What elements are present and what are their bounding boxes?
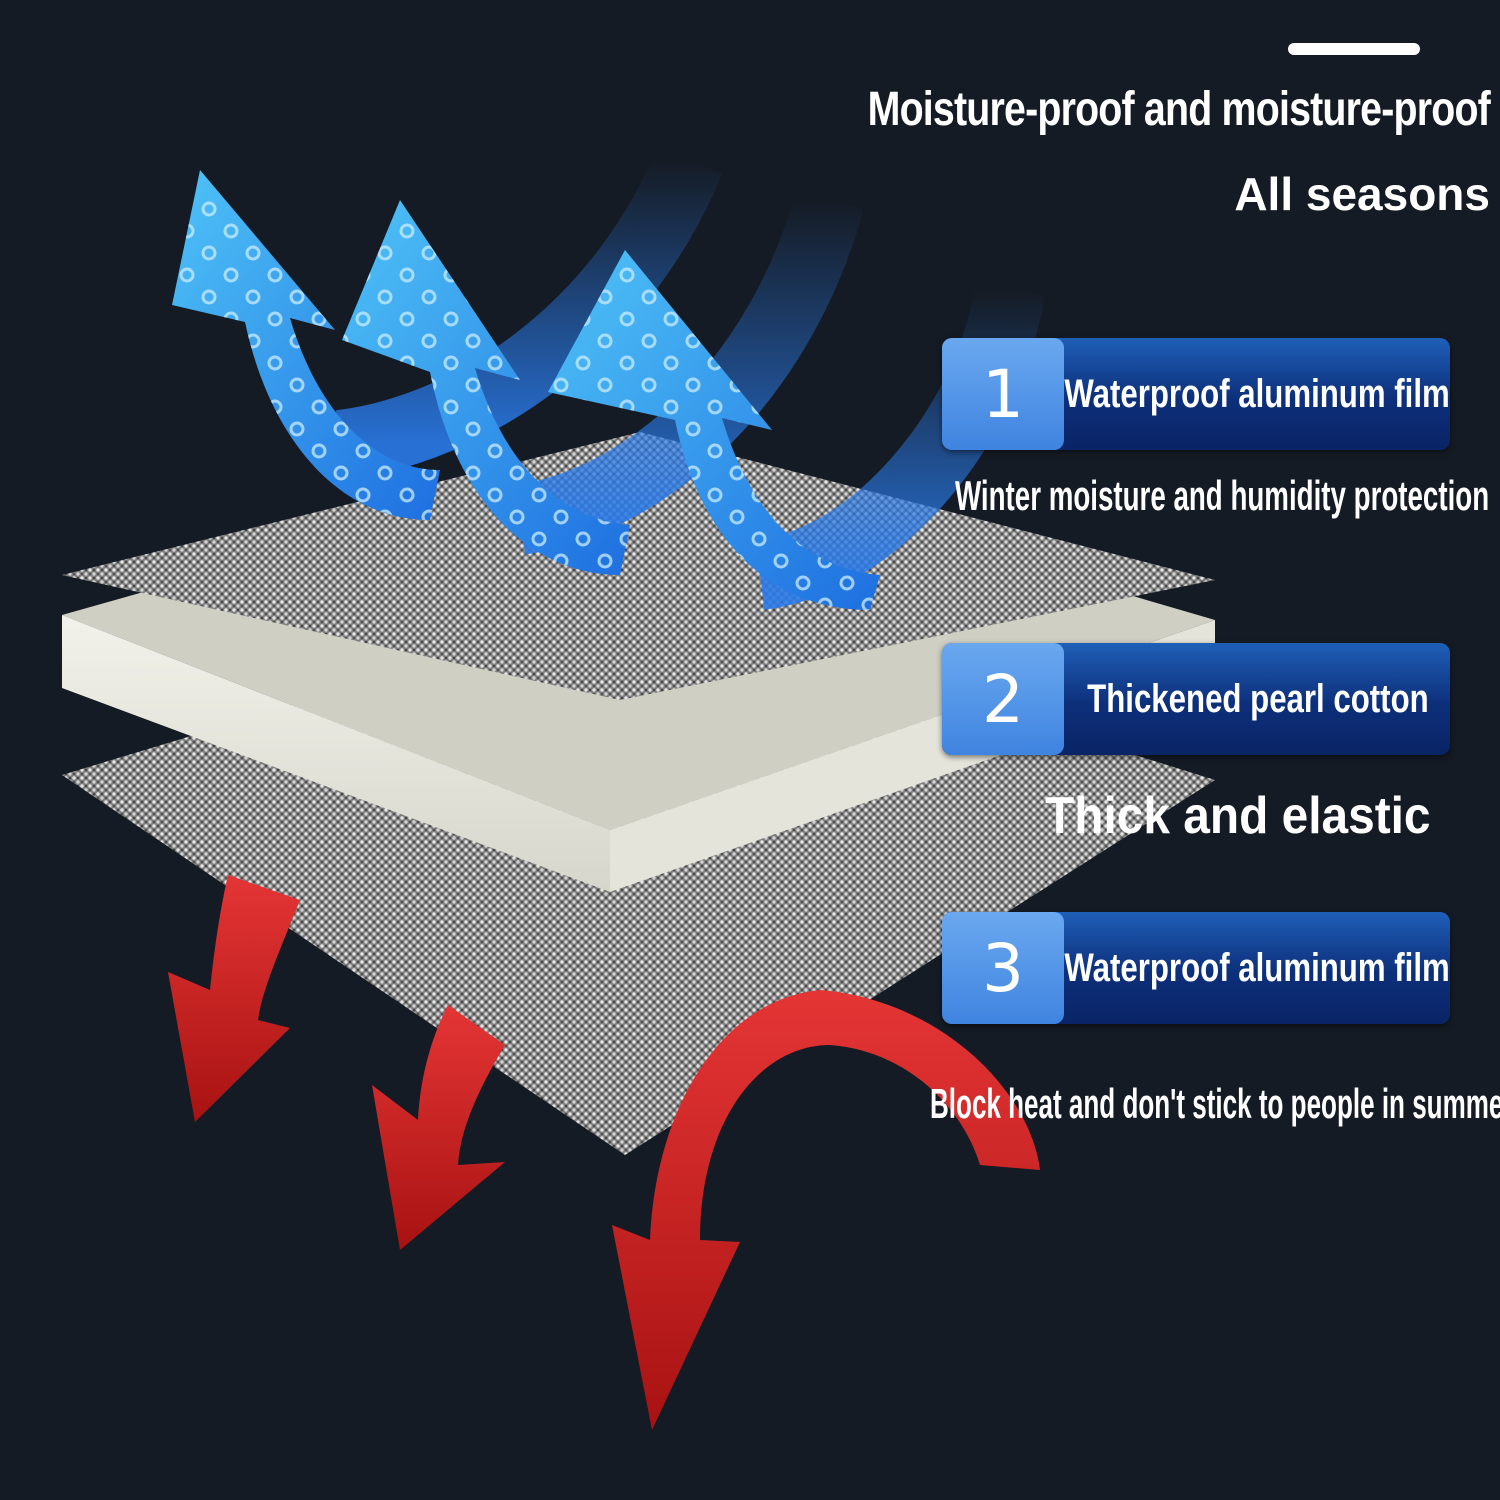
down-arrow-icon [372,1005,505,1250]
layer-2-caption: Thick and elastic [1045,787,1431,845]
layer-1-caption: Winter moisture and humidity protection [955,472,1490,519]
up-arrow-icon [172,146,723,520]
headline-subtitle: All seasons [1234,168,1490,220]
moisture-arrows [172,146,1045,610]
layer-1-number: 1 [942,338,1064,450]
layer-3-number: 3 [942,912,1064,1024]
headline-title: Moisture-proof and moisture-proof [867,83,1491,136]
layer-3-label-text: Waterproof aluminum film [1064,945,1451,990]
top-foil-layer [62,432,1215,700]
layer-1-label-box: 1 Waterproof aluminum film [942,338,1450,450]
layer-1-label-text: Waterproof aluminum film [1064,371,1451,416]
layer-3-label-box: 3 Waterproof aluminum film [942,912,1450,1024]
decorative-bar [1288,43,1420,55]
layer-2-label: Thickened pearl cotton [1070,643,1445,755]
down-arrow-icon [612,990,1040,1430]
layer-2-number: 2 [942,643,1064,755]
layer-1-label: Waterproof aluminum film [1065,338,1450,450]
layer-2-label-text: Thickened pearl cotton [1086,676,1429,721]
down-arrow-icon [168,875,300,1122]
layer-2-label-box: 2 Thickened pearl cotton [942,643,1450,755]
heat-arrows [168,875,1040,1430]
layer-3-caption: Block heat and don't stick to people in … [930,1080,1500,1127]
layer-3-label: Waterproof aluminum film [1065,912,1450,1024]
